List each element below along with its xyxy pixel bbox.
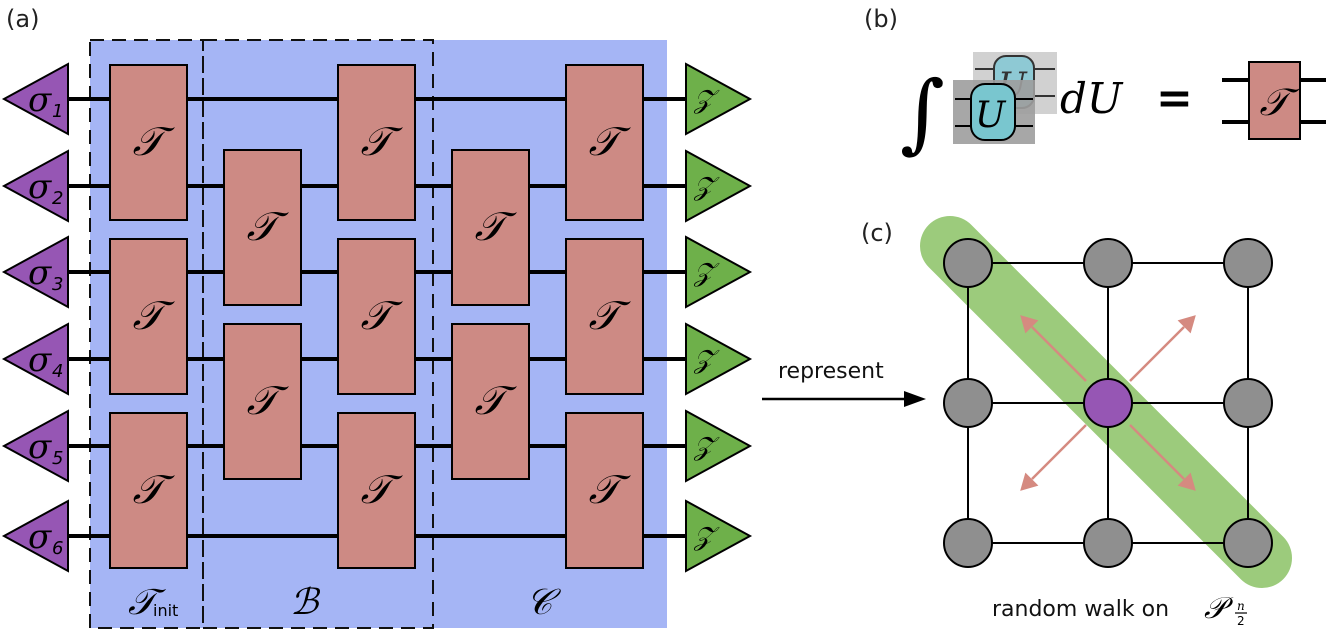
- sigma-symbol: σ: [28, 517, 52, 557]
- gate-col3-1: [337, 64, 416, 221]
- sigma-subscript: 6: [52, 538, 63, 559]
- gate-col3-2: [337, 238, 416, 395]
- sigma-symbol: σ: [28, 340, 52, 380]
- sigma-subscript: 4: [52, 361, 63, 382]
- lattice-node: [943, 378, 993, 428]
- region-b-box: [202, 39, 434, 629]
- lattice-node: [1223, 518, 1273, 568]
- region-b-label: ℬ: [290, 582, 321, 623]
- gate-col5-2: [565, 238, 644, 395]
- gate-col1-1: [109, 64, 188, 221]
- sigma-symbol: σ: [28, 80, 52, 120]
- equals-sign: =: [1156, 73, 1193, 124]
- panel-a-label: (a): [6, 5, 39, 33]
- gate-col2-2: [223, 323, 302, 480]
- sigma-subscript: 2: [52, 188, 63, 209]
- output-triangles: [685, 62, 753, 573]
- gate-col5-1: [565, 64, 644, 221]
- panel-c-caption: random walk on: [992, 597, 1169, 622]
- gate-col4-2: [451, 323, 530, 480]
- gate-col3-3: [337, 412, 416, 569]
- input-labels: σ 1 σ 2 σ 3 σ 4 σ 5 σ 6: [28, 80, 63, 559]
- gate-col5-3: [565, 412, 644, 569]
- unitary-symbol: U: [975, 95, 1007, 136]
- caption-symbol: 𝒫: [1204, 591, 1234, 626]
- sigma-subscript: 1: [52, 101, 63, 122]
- represent-arrow-head: [904, 391, 926, 407]
- caption-frac-den: 2: [1237, 614, 1245, 628]
- lattice-node: [1223, 238, 1273, 288]
- sigma-symbol: σ: [28, 253, 52, 293]
- tgate-small: 𝒯: [1222, 61, 1326, 140]
- lattice-nodes: [943, 238, 1273, 568]
- gate-col4-1: [451, 149, 530, 306]
- lattice-node: [1223, 378, 1273, 428]
- gates: [109, 64, 644, 569]
- unitary-stack: U U: [953, 52, 1057, 144]
- region-boxes: [89, 39, 434, 629]
- gate-col1-2: [109, 238, 188, 395]
- lattice-node: [1083, 518, 1133, 568]
- lattice-node: [1083, 238, 1133, 288]
- caption-frac-num: n: [1237, 599, 1245, 613]
- gate-col1-3: [109, 412, 188, 569]
- panel-b-label: (b): [864, 5, 898, 33]
- integral-sign: ∫: [900, 63, 945, 163]
- measure-dU: dU: [1060, 74, 1124, 123]
- gate-col2-1: [223, 149, 302, 306]
- lattice-node: [943, 518, 993, 568]
- sigma-symbol: σ: [28, 427, 52, 467]
- sigma-symbol: σ: [28, 167, 52, 207]
- region-init-subscript: init: [153, 601, 178, 620]
- lattice-node-center: [1083, 378, 1133, 428]
- sigma-subscript: 5: [52, 448, 63, 469]
- sigma-subscript: 3: [52, 274, 63, 295]
- input-triangles: [1, 62, 69, 573]
- represent-label: represent: [778, 359, 884, 384]
- panel-c-label: (c): [861, 219, 893, 247]
- lattice-node: [943, 238, 993, 288]
- output-labels: 𝒵 𝒵 𝒵 𝒵 𝒵 𝒵: [693, 85, 720, 552]
- walk-arrows: [1020, 315, 1196, 491]
